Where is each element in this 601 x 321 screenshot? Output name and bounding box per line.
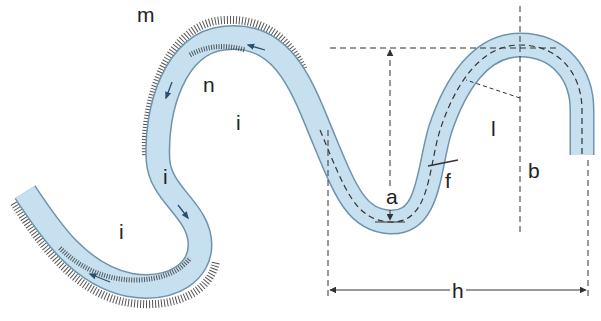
point-bar-sediment [190, 47, 245, 55]
dimension-label: b [526, 160, 542, 181]
radius-line [466, 80, 520, 98]
dimension-label: h [450, 280, 466, 301]
width-line [428, 160, 458, 166]
bank-label: i [234, 112, 243, 133]
axis-line [520, 6, 521, 232]
bank-label: i [161, 166, 170, 187]
point-bar-sediment [60, 248, 190, 280]
bank-label: i [117, 221, 126, 242]
dimension-label: f [443, 170, 453, 191]
flow-arrow [166, 82, 172, 98]
reference-line [375, 222, 405, 223]
river-water [25, 37, 582, 286]
flow-arrow [178, 205, 188, 218]
flow-arrow [90, 274, 110, 282]
dimension-label: a [384, 186, 400, 207]
flow-arrow [248, 45, 265, 50]
reference-line [330, 48, 560, 49]
bank-label: n [201, 74, 217, 95]
extension-line [588, 160, 589, 298]
dimension-label: l [489, 118, 498, 139]
bank-label: m [135, 4, 157, 25]
river-bank [25, 37, 582, 286]
extension-line [328, 130, 329, 298]
centre-line [320, 45, 582, 222]
